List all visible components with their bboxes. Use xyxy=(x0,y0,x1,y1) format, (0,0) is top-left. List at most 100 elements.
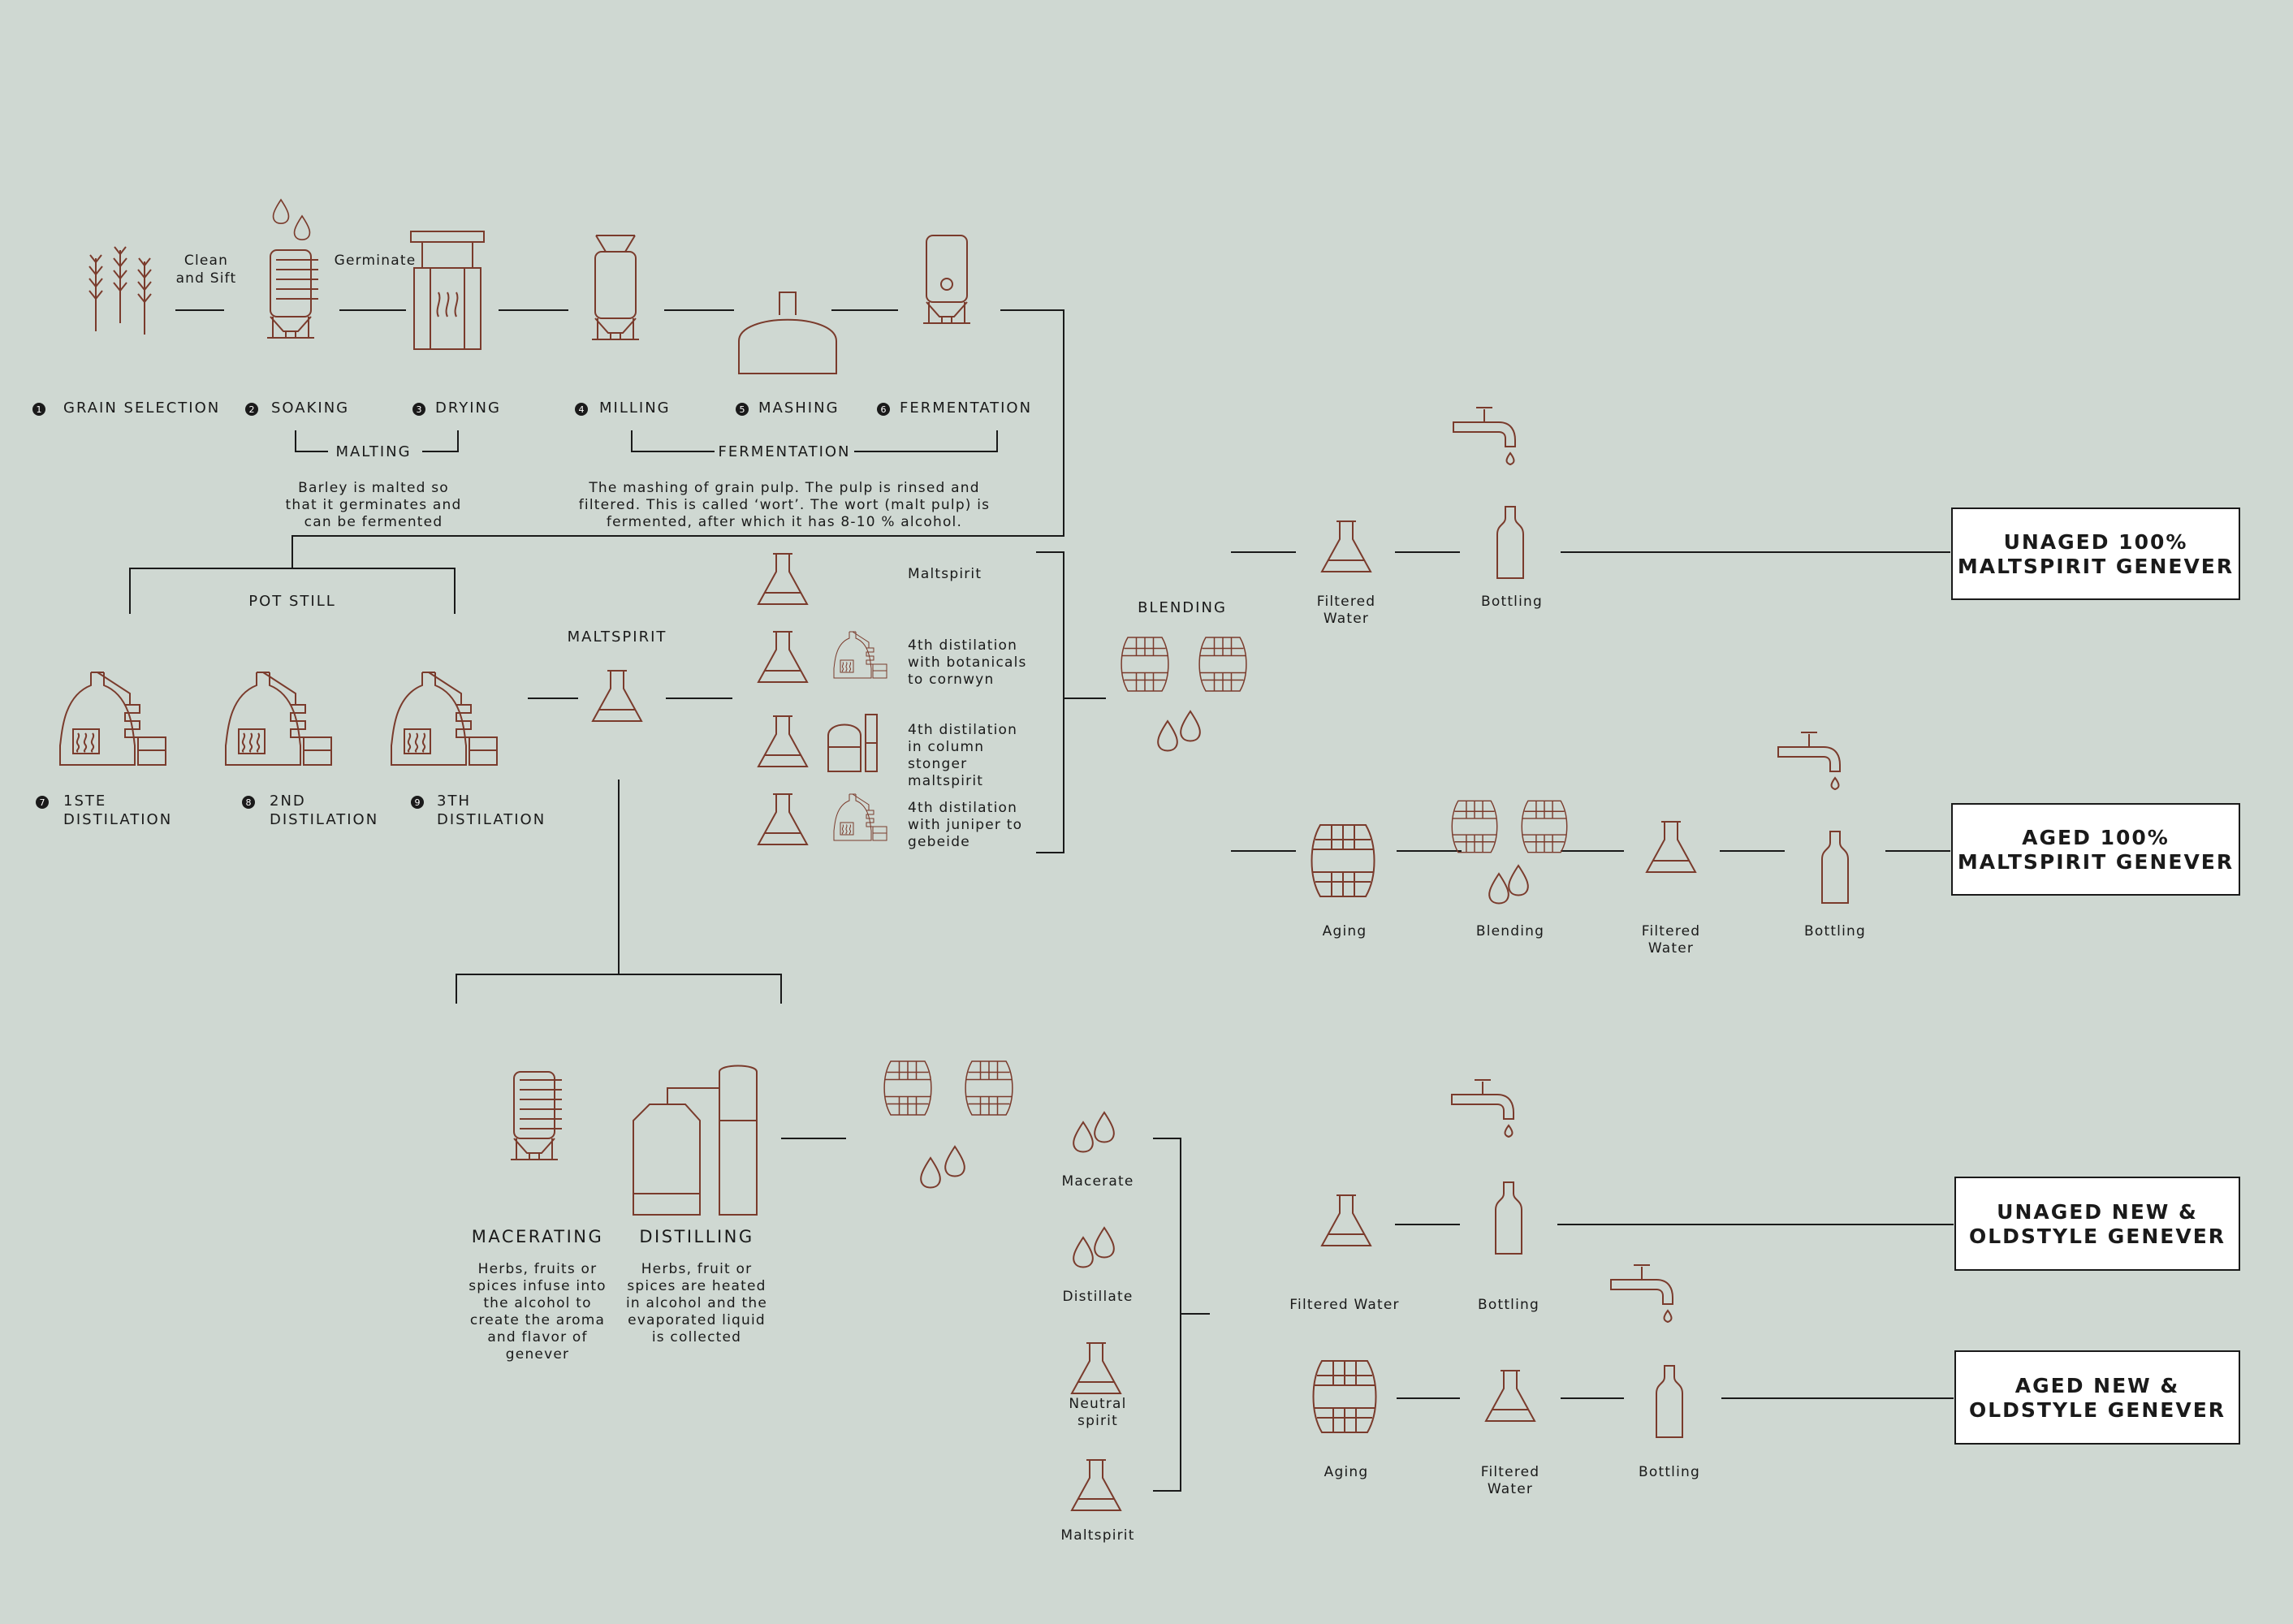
ingredient-label: Distillate xyxy=(1062,1289,1133,1305)
barrel-icon xyxy=(965,1060,1013,1116)
spirit-option-label: 4th distilation xyxy=(908,637,1017,654)
distilling-title: DISTILLING xyxy=(639,1227,754,1246)
wheat-icon xyxy=(89,254,103,332)
small-still-icon xyxy=(833,631,887,679)
spirit-flask-icon xyxy=(758,631,808,683)
bottling-label: Bottling xyxy=(1804,923,1866,939)
water-drop-icon xyxy=(272,199,290,225)
drop-icon xyxy=(1180,710,1201,742)
step-number-badge xyxy=(245,403,258,416)
filtered-water-label: Water xyxy=(1648,940,1694,957)
step-number-badge xyxy=(575,403,588,416)
bottling-label: Bottling xyxy=(1481,594,1543,610)
soaking-tank-icon xyxy=(266,249,315,339)
distillation-step-label: DISTILATION xyxy=(270,811,378,828)
connector-line xyxy=(631,430,998,452)
barrel-icon xyxy=(1521,800,1568,853)
mill-icon xyxy=(591,251,640,340)
drop-icon xyxy=(920,1157,941,1189)
maltspirit-label: MALTSPIRIT xyxy=(568,628,667,646)
drop-icon xyxy=(1488,873,1509,905)
result-box-aged-new-oldstyle xyxy=(1954,1350,2240,1445)
drop-icon xyxy=(1073,1121,1094,1153)
clean-sift-label: and Sift xyxy=(176,270,237,287)
step-number: 9 xyxy=(415,797,421,808)
result-box-unaged-100-maltspirit xyxy=(1951,508,2240,600)
step-label-drying: DRYING xyxy=(435,400,501,417)
distillation-step-label: 1STE xyxy=(63,793,106,810)
filtered-water-label: Filtered xyxy=(1642,923,1701,939)
step-label-soaking: SOAKING xyxy=(271,400,349,417)
macerating-title: MACERATING xyxy=(472,1227,604,1246)
group-label-malting: MALTING xyxy=(335,443,411,460)
barrel-icon xyxy=(1451,800,1498,853)
small-still-icon xyxy=(833,793,887,841)
macerating-description: genever xyxy=(506,1346,569,1363)
step-number-badge xyxy=(877,403,890,416)
connector-line xyxy=(456,780,782,1004)
ingredient-label: Neutral xyxy=(1069,1396,1126,1412)
drop-icon xyxy=(1157,720,1178,752)
step-label-grain-selection: GRAIN SELECTION xyxy=(63,400,220,417)
macerating-description: create the aroma xyxy=(470,1312,605,1328)
spirit-flask-icon xyxy=(758,715,808,767)
germinate-label: Germinate xyxy=(335,253,417,269)
result-box-unaged-new-oldstyle-text: UNAGED NEW & xyxy=(1997,1200,2198,1224)
wheat-icon xyxy=(113,246,127,324)
result-box-aged-new-oldstyle-text: AGED NEW & xyxy=(2015,1374,2179,1397)
spirit-option-label: with botanicals xyxy=(908,654,1027,671)
macerating-description: Herbs, fruits or xyxy=(478,1261,598,1277)
column-still-icon xyxy=(827,714,878,772)
spirit-option-label: Maltspirit xyxy=(908,566,982,582)
drop-icon xyxy=(1094,1227,1115,1259)
spirit-flask-icon xyxy=(1071,1459,1121,1511)
spirit-flask-icon xyxy=(1071,1342,1121,1394)
pot-still-icon xyxy=(59,672,166,766)
filtered-water-label: Water xyxy=(1488,1481,1533,1497)
bottle-icon xyxy=(1496,506,1524,579)
distilling-description: is collected xyxy=(652,1329,741,1345)
bottle-icon xyxy=(1821,831,1849,904)
step-number: 4 xyxy=(579,404,585,415)
distillation-step-label: 2ND xyxy=(270,793,306,810)
pot-still-icon xyxy=(391,672,498,766)
aging-label: Aging xyxy=(1323,923,1367,939)
result-box-unaged-new-oldstyle xyxy=(1954,1177,2240,1271)
tap-icon xyxy=(1610,1264,1673,1323)
bottle-icon xyxy=(1656,1365,1683,1438)
step-label-milling: MILLING xyxy=(599,400,671,417)
distillation-step-label: 3TH xyxy=(437,793,471,810)
distilling-description: evaporated liquid xyxy=(628,1312,766,1328)
barrel-icon xyxy=(1121,637,1169,692)
aging-label: Aging xyxy=(1324,1464,1369,1480)
filtered-water-flask-icon xyxy=(1321,1194,1371,1246)
drop-icon xyxy=(1073,1237,1094,1268)
step-number-badge xyxy=(736,403,749,416)
water-drop-icon xyxy=(293,215,311,241)
connector-line xyxy=(129,309,1064,614)
malting-description: Barley is malted so xyxy=(298,480,449,496)
fermentation-description: fermented, after which it has 8-10 % alc… xyxy=(607,514,962,530)
filtered-water-label: Filtered xyxy=(1481,1464,1540,1480)
filtered-water-label: Water xyxy=(1324,611,1369,627)
spirit-flask-icon xyxy=(758,793,808,845)
spirit-option-label: 4th distilation xyxy=(908,722,1017,738)
fermentation-description: filtered. This is called ‘wort’. The wor… xyxy=(579,497,990,513)
step-number-badge xyxy=(411,796,424,809)
filtered-water-label: Filtered xyxy=(1317,594,1376,610)
result-box-unaged-100-maltspirit-text: UNAGED 100% xyxy=(2004,530,2188,554)
spirit-option-label: 4th distilation xyxy=(908,800,1017,816)
kiln-icon xyxy=(410,231,485,350)
filtered-water-flask-icon xyxy=(1485,1370,1535,1422)
tap-icon xyxy=(1777,732,1841,790)
spirit-option-label: gebeide xyxy=(908,834,970,850)
group-label-fermentation: FERMENTATION xyxy=(718,443,850,460)
group-label-pot-still: POT STILL xyxy=(248,593,336,610)
result-box-unaged-new-oldstyle-text: OLDSTYLE GENEVER xyxy=(1969,1224,2226,1248)
spirit-flask-icon xyxy=(758,553,808,605)
step-number: 2 xyxy=(249,404,255,415)
bottling-label: Bottling xyxy=(1639,1464,1700,1480)
maceration-tank-icon xyxy=(510,1071,559,1160)
step-label-mashing: MASHING xyxy=(758,400,840,417)
